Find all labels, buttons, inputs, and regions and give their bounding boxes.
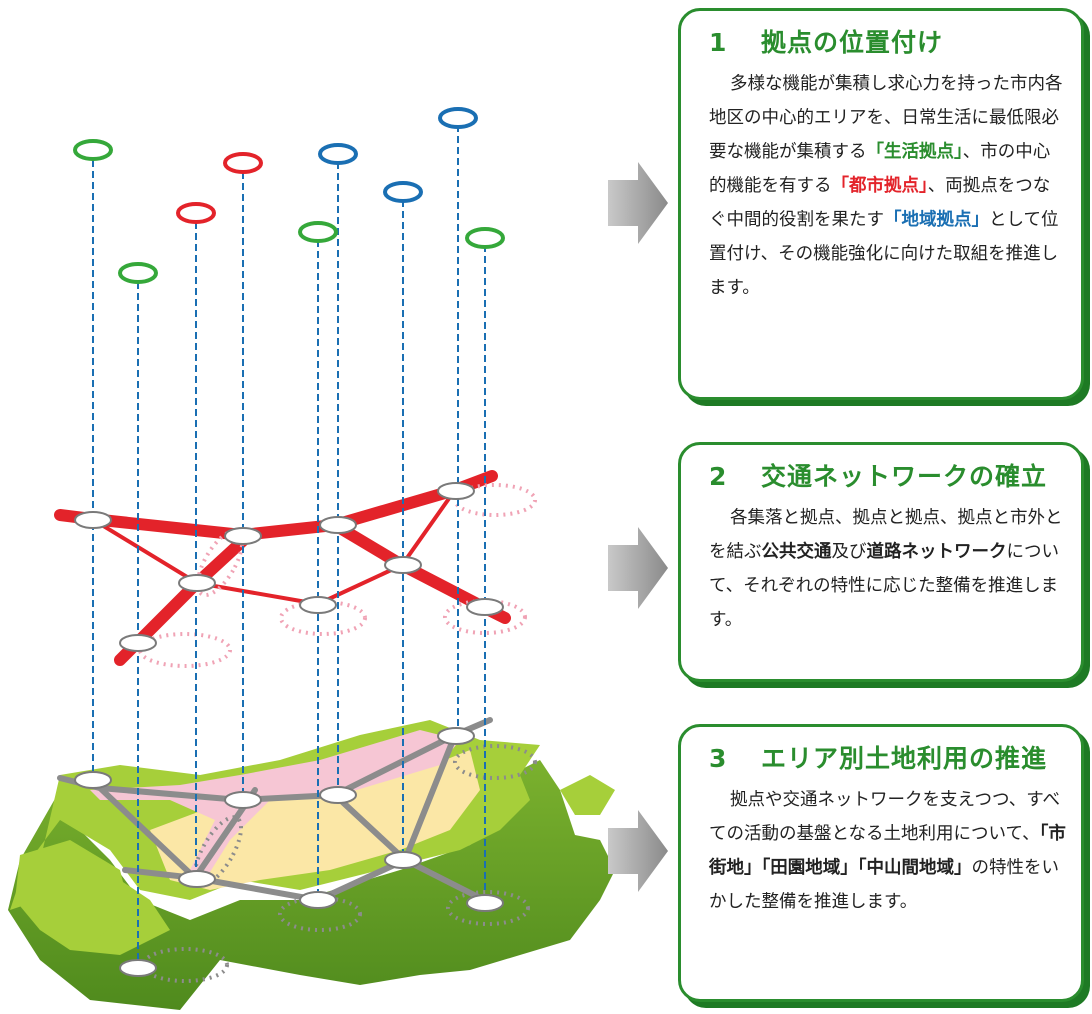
body-segment: 多様な機能が集積し求心力を持った市内各地区の中心的エリアを、日常生活に最低限必要…	[709, 74, 1063, 162]
right-arrow-icon	[608, 527, 668, 609]
layered-city-diagram	[8, 107, 615, 1010]
card-land-use: 3 エリア別土地利用の推進 拠点や交通ネットワークを支えつつ、すべての活動の基盤と…	[678, 724, 1084, 1002]
card-title: 3 エリア別土地利用の推進	[709, 739, 1067, 775]
card-number: 2	[709, 462, 728, 491]
card-body: 各集落と拠点、拠点と拠点、拠点と市外とを結ぶ公共交通及び道路ネットワークについて…	[709, 501, 1067, 637]
body-segment: 、市の中心的機能を有する	[709, 142, 1051, 196]
city-hub-ring-icon	[176, 202, 216, 224]
body-segment: 「地域拠点」	[884, 210, 989, 230]
life-hub-ring-icon	[465, 227, 505, 249]
body-segment: 「生活拠点」	[866, 142, 963, 162]
card-body: 多様な機能が集積し求心力を持った市内各地区の中心的エリアを、日常生活に最低限必要…	[709, 67, 1067, 305]
regional-hub-ring-icon	[383, 181, 423, 203]
life-hub-ring-icon	[298, 221, 338, 243]
card-title-text: エリア別土地利用の推進	[761, 744, 1048, 773]
body-segment: として位置付け、その機能強化に向けた取組を推進します。	[709, 210, 1059, 298]
card-hub-positioning: 1 拠点の位置付け 多様な機能が集積し求心力を持った市内各地区の中心的エリアを、日…	[678, 8, 1084, 400]
card-title-text: 交通ネットワークの確立	[761, 462, 1048, 491]
vertical-links	[92, 125, 486, 968]
body-segment: 拠点や交通ネットワークを支えつつ、すべての活動の基盤となる土地利用について、	[709, 790, 1061, 844]
body-segment: 「市街地」「田園地域」「中山間地域」	[709, 824, 1066, 878]
right-arrow-icon	[608, 810, 668, 892]
body-segment: の特性をいかした整備を推進します。	[709, 858, 1059, 912]
card-title: 1 拠点の位置付け	[709, 23, 1067, 59]
card-number: 3	[709, 744, 728, 773]
card-transport-network: 2 交通ネットワークの確立 各集落と拠点、拠点と拠点、拠点と市外とを結ぶ公共交通及…	[678, 442, 1084, 682]
network-nodes	[74, 482, 504, 977]
urban-zone-pink	[90, 730, 460, 880]
land-use-map	[8, 717, 615, 1010]
regional-hub-ring-icon	[318, 143, 358, 165]
body-segment: 各集落と拠点、拠点と拠点、拠点と市外とを結ぶ	[709, 508, 1063, 562]
card-title: 2 交通ネットワークの確立	[709, 457, 1067, 493]
life-hub-ring-icon	[118, 262, 158, 284]
regional-hub-ring-icon	[438, 107, 478, 129]
urban-zone-yellow	[150, 750, 480, 890]
body-segment: 及び	[831, 542, 867, 562]
card-body: 拠点や交通ネットワークを支えつつ、すべての活動の基盤となる土地利用について、「市…	[709, 783, 1067, 919]
city-hub-ring-icon	[223, 152, 263, 174]
body-segment: について、それぞれの特性に応じた整備を推進します。	[709, 542, 1059, 630]
body-segment: 、両拠点をつなぐ中間的役割を果たす	[709, 176, 1051, 230]
body-segment: 公共交通	[761, 542, 832, 562]
card-title-text: 拠点の位置付け	[761, 28, 944, 57]
land-map-side	[8, 760, 615, 1010]
body-segment: 「都市拠点」	[831, 176, 928, 196]
card-number: 1	[709, 28, 728, 57]
body-segment: 道路ネットワーク	[866, 542, 1007, 562]
life-hub-ring-icon	[73, 139, 113, 161]
hub-rings	[73, 107, 505, 284]
right-arrow-icon	[608, 162, 668, 244]
